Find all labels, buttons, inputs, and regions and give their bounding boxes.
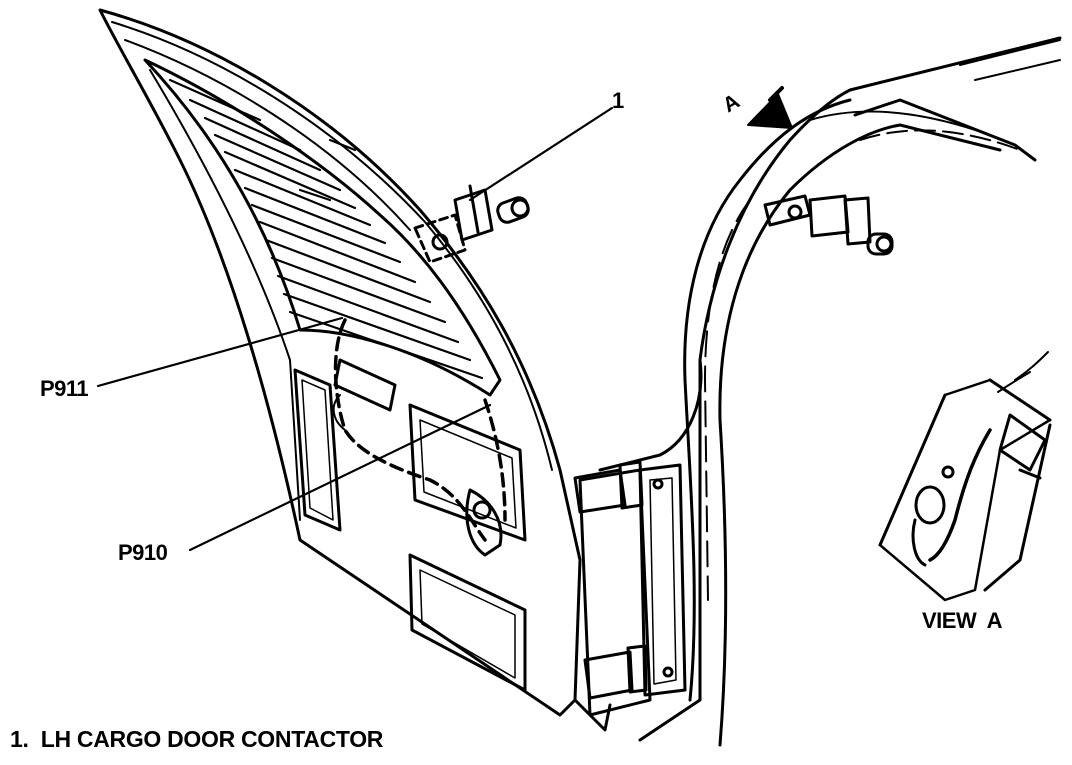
- door-wiring-harness: [334, 320, 505, 540]
- callout-item-1: 1: [612, 88, 624, 113]
- leader-item1: [470, 108, 612, 200]
- door-hinge: [575, 462, 685, 698]
- leader-p910: [190, 405, 490, 550]
- leader-lines: [98, 108, 612, 550]
- leader-p911: [98, 318, 342, 386]
- view-a-detail: [880, 352, 1050, 600]
- callout-p911: P911: [40, 376, 89, 401]
- lh-cargo-door-contactor: [415, 186, 531, 262]
- view-a-label: VIEW A: [922, 608, 1003, 633]
- body-contactor-bracket: [765, 196, 892, 254]
- body-door-opening: [685, 38, 1060, 745]
- lh-cargo-door: [100, 10, 580, 715]
- callout-p910: P910: [118, 540, 168, 565]
- view-a-arrow: [748, 88, 792, 128]
- rear-window-glass: [145, 60, 500, 395]
- door-trim-openings: [295, 360, 525, 690]
- legend-item-1: 1. LH CARGO DOOR CONTACTOR: [10, 726, 384, 752]
